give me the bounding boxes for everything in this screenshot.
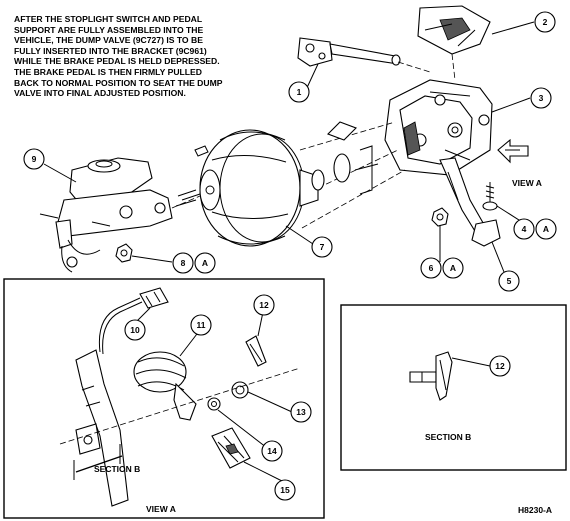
svg-text:A: A bbox=[202, 258, 208, 268]
view-a-arrow-label: VIEW A bbox=[512, 178, 542, 188]
callout-12-view-a: 12 bbox=[253, 294, 275, 316]
booster-seals bbox=[311, 121, 379, 195]
part-6-nut bbox=[431, 207, 449, 227]
inset-section-b-label: SECTION B bbox=[94, 464, 140, 474]
ref-8-a: A bbox=[194, 252, 216, 274]
figure-id: H8230-A bbox=[518, 505, 552, 515]
svg-text:12: 12 bbox=[259, 300, 269, 310]
svg-text:A: A bbox=[450, 263, 456, 273]
svg-text:9: 9 bbox=[32, 154, 37, 164]
svg-text:12: 12 bbox=[495, 361, 505, 371]
inset-section-b-frame bbox=[340, 304, 567, 471]
svg-text:5: 5 bbox=[507, 276, 512, 286]
inset-section-b-caption: SECTION B bbox=[425, 432, 471, 442]
callout-13: 13 bbox=[290, 401, 312, 423]
inset-section-b-parts bbox=[409, 351, 491, 401]
callout-9: 9 bbox=[23, 148, 45, 170]
svg-text:A: A bbox=[543, 224, 549, 234]
view-a-arrow bbox=[497, 138, 529, 164]
svg-text:10: 10 bbox=[130, 325, 140, 335]
callout-14: 14 bbox=[261, 440, 283, 462]
callout-15: 15 bbox=[274, 479, 296, 501]
svg-text:7: 7 bbox=[320, 242, 325, 252]
callout-8: 8 bbox=[172, 252, 194, 274]
inset-view-a-caption: VIEW A bbox=[146, 504, 176, 514]
callout-11: 11 bbox=[190, 314, 212, 336]
svg-text:3: 3 bbox=[539, 93, 544, 103]
callout-7: 7 bbox=[311, 236, 333, 258]
callout-12-section-b: 12 bbox=[489, 355, 511, 377]
part-7-booster bbox=[194, 121, 406, 247]
callout-3: 3 bbox=[530, 87, 552, 109]
part-1-bracket bbox=[297, 37, 431, 73]
svg-text:11: 11 bbox=[197, 320, 206, 330]
inset-view-a-parts bbox=[59, 287, 301, 507]
svg-text:13: 13 bbox=[296, 407, 306, 417]
part-9-master-cylinder bbox=[39, 157, 201, 273]
inset-view-a-frame bbox=[3, 278, 325, 519]
svg-text:8: 8 bbox=[181, 258, 186, 268]
svg-text:14: 14 bbox=[267, 446, 277, 456]
part-4-screw bbox=[482, 182, 498, 211]
ref-6-a: A bbox=[442, 257, 464, 279]
svg-text:15: 15 bbox=[280, 485, 290, 495]
callout-4: 4 bbox=[513, 218, 535, 240]
svg-text:2: 2 bbox=[543, 17, 548, 27]
callout-2: 2 bbox=[534, 11, 556, 33]
part-2-cover bbox=[417, 5, 491, 81]
callout-1: 1 bbox=[288, 81, 310, 103]
part-3-pedal-support bbox=[384, 79, 493, 176]
callout-10: 10 bbox=[124, 319, 146, 341]
svg-text:6: 6 bbox=[429, 263, 434, 273]
assembly-note: AFTER THE STOPLIGHT SWITCH AND PEDAL SUP… bbox=[14, 14, 223, 99]
svg-text:1: 1 bbox=[297, 87, 302, 97]
callout-5: 5 bbox=[498, 270, 520, 292]
callout-6: 6 bbox=[420, 257, 442, 279]
ref-4-a: A bbox=[535, 218, 557, 240]
part-8-nut bbox=[115, 243, 133, 263]
svg-text:4: 4 bbox=[522, 224, 527, 234]
